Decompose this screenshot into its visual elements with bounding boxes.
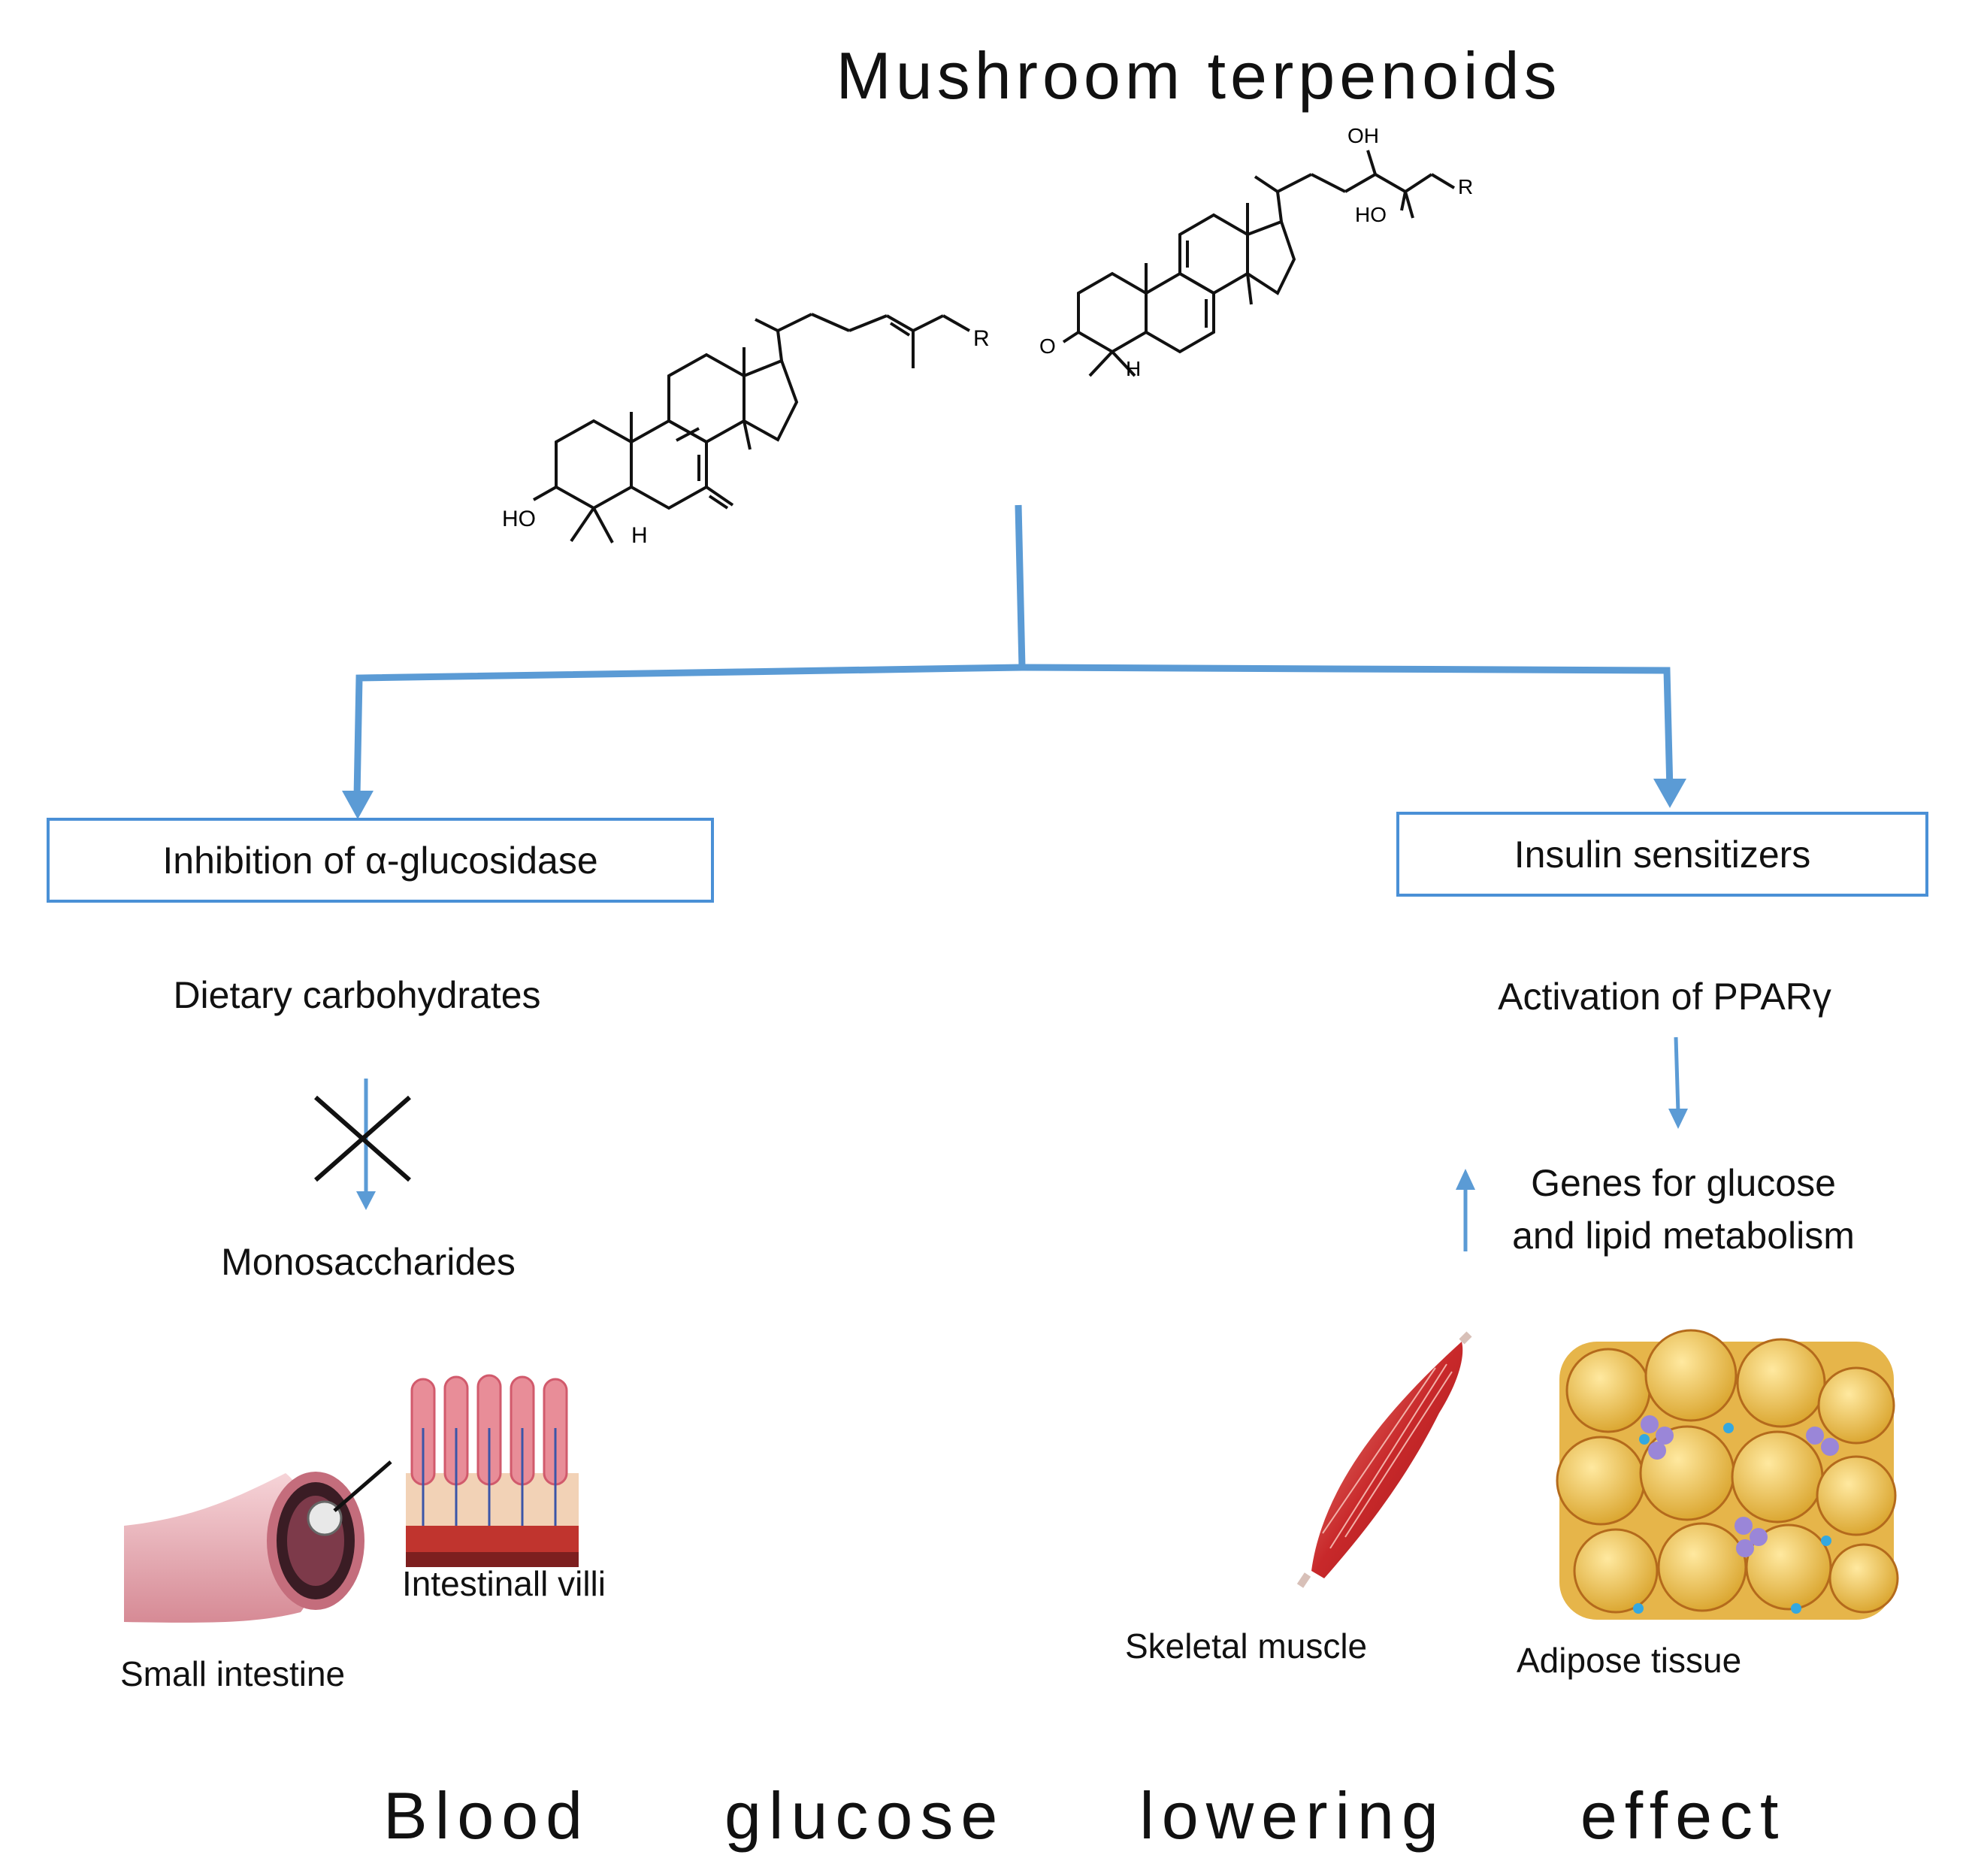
ppar-down-arrow-head	[1668, 1109, 1688, 1129]
genes-metabolism-label-line1: Genes for glucose	[1531, 1162, 1836, 1204]
dietary-carbohydrates-label: Dietary carbohydrates	[173, 974, 541, 1016]
small-intestine-label: Small intestine	[120, 1654, 346, 1693]
block-cross-icon	[314, 1095, 411, 1182]
footer-word-lowering: lowering	[1139, 1778, 1446, 1853]
blocked-arrow-head	[356, 1191, 376, 1210]
monosaccharides-label: Monosaccharides	[221, 1241, 516, 1283]
inhibition-alpha-glucosidase-box: Inhibition of α-glucosidase	[47, 818, 714, 903]
right-structure-ho: HO	[1355, 203, 1387, 226]
adipose-tissue-label: Adipose tissue	[1517, 1641, 1742, 1680]
insulin-box-label: Insulin sensitizers	[1514, 833, 1811, 876]
left-structure-h: H	[631, 523, 648, 548]
left-branch-arrowhead	[342, 791, 374, 819]
small-intestine-illustration	[124, 1472, 364, 1623]
skeletal-muscle-label: Skeletal muscle	[1125, 1626, 1368, 1666]
ppar-down-arrow-shaft	[1674, 1036, 1680, 1113]
right-terpenoid-structure	[1062, 150, 1456, 377]
skeletal-muscle-illustration	[1296, 1331, 1472, 1588]
left-structure-r: R	[973, 326, 990, 351]
left-structure-ho: HO	[502, 507, 536, 531]
inhibition-box-label: Inhibition of α-glucosidase	[162, 839, 598, 882]
footer-caption: Blood glucose lowering effect	[383, 1778, 1786, 1854]
intestinal-villi-illustration	[406, 1374, 579, 1567]
right-branch-arrowhead	[1653, 779, 1686, 808]
trunk-line	[1015, 504, 1026, 668]
tree-connectors	[353, 504, 1674, 797]
intestinal-villi-label: Intestinall villi	[402, 1564, 606, 1603]
diagram-title: Mushroom terpenoids	[836, 38, 1562, 113]
right-structure-h: H	[1126, 357, 1141, 380]
branch-line	[353, 664, 1674, 797]
footer-word-blood: Blood	[383, 1778, 591, 1853]
right-structure-oh: OH	[1347, 124, 1379, 147]
footer-word-effect: effect	[1580, 1778, 1786, 1853]
right-structure-r: R	[1458, 175, 1473, 198]
right-structure-o: O	[1039, 334, 1056, 358]
insulin-sensitizers-box: Insulin sensitizers	[1396, 812, 1928, 897]
left-terpenoid-structure	[533, 313, 970, 543]
adipose-tissue-illustration	[1556, 1329, 1899, 1620]
ppar-activation-label: Activation of PPARγ	[1498, 976, 1831, 1018]
genes-metabolism-label-line2: and lipid metabolism	[1512, 1215, 1855, 1257]
footer-word-glucose: glucose	[724, 1778, 1006, 1853]
genes-up-arrow-head	[1456, 1169, 1475, 1190]
zoom-connector	[333, 1460, 392, 1512]
